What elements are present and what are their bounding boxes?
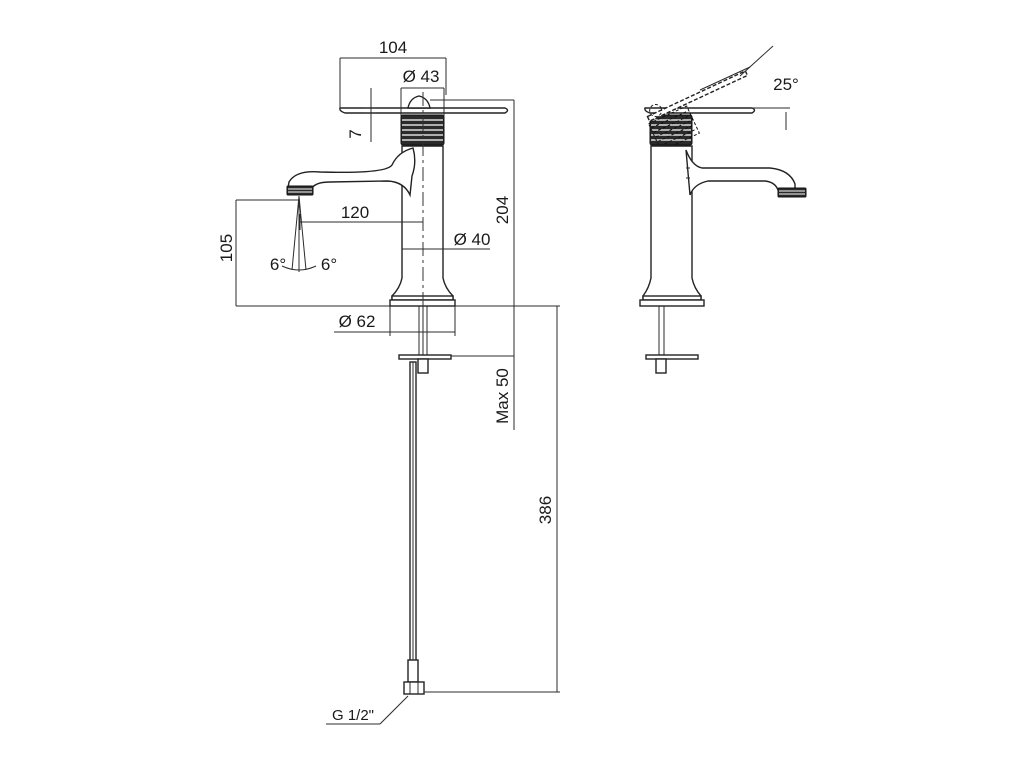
front-aerator: [286, 185, 314, 196]
dim-lever-angle: 25°: [773, 75, 799, 94]
dim-lever-base-diameter: Ø 43: [403, 67, 440, 86]
dim-spray-angle-left: 6°: [270, 255, 286, 274]
side-aerator: [777, 187, 807, 198]
front-view: [281, 92, 509, 695]
dim-base-diameter: Ø 62: [339, 312, 376, 331]
dim-max-deck-thickness: Max 50: [493, 368, 512, 424]
front-lever-plate: [339, 107, 509, 114]
dim-total-height: 204: [493, 196, 512, 224]
front-dimensions: 104 Ø 43 7 120 105 6° 6° Ø 40 204: [217, 38, 560, 725]
spray-cone: [281, 195, 317, 272]
side-view: 25°: [639, 45, 807, 374]
dim-spout-reach: 120: [341, 203, 369, 222]
front-hose-crimp: [407, 659, 419, 683]
side-mount-nut: [655, 358, 667, 374]
side-mount-washer: [645, 354, 699, 360]
dim-body-diameter: Ø 40: [454, 230, 491, 249]
dim-overall-width: 104: [379, 38, 407, 57]
side-lever-rotated: [646, 69, 749, 152]
dim-spray-angle-right: 6°: [321, 255, 337, 274]
side-base: [639, 299, 705, 307]
front-hose-fitting: [403, 681, 425, 695]
side-aerator-thread: [779, 190, 805, 195]
front-mount-nut: [417, 358, 429, 374]
dim-spout-height: 105: [217, 234, 236, 262]
dim-lever-thickness: 7: [346, 129, 365, 138]
front-aerator-thread: [288, 188, 312, 193]
front-lever-knob: [407, 95, 431, 109]
dim-connection-thread: G 1/2": [332, 707, 374, 724]
dim-hose-length: 386: [536, 496, 555, 524]
